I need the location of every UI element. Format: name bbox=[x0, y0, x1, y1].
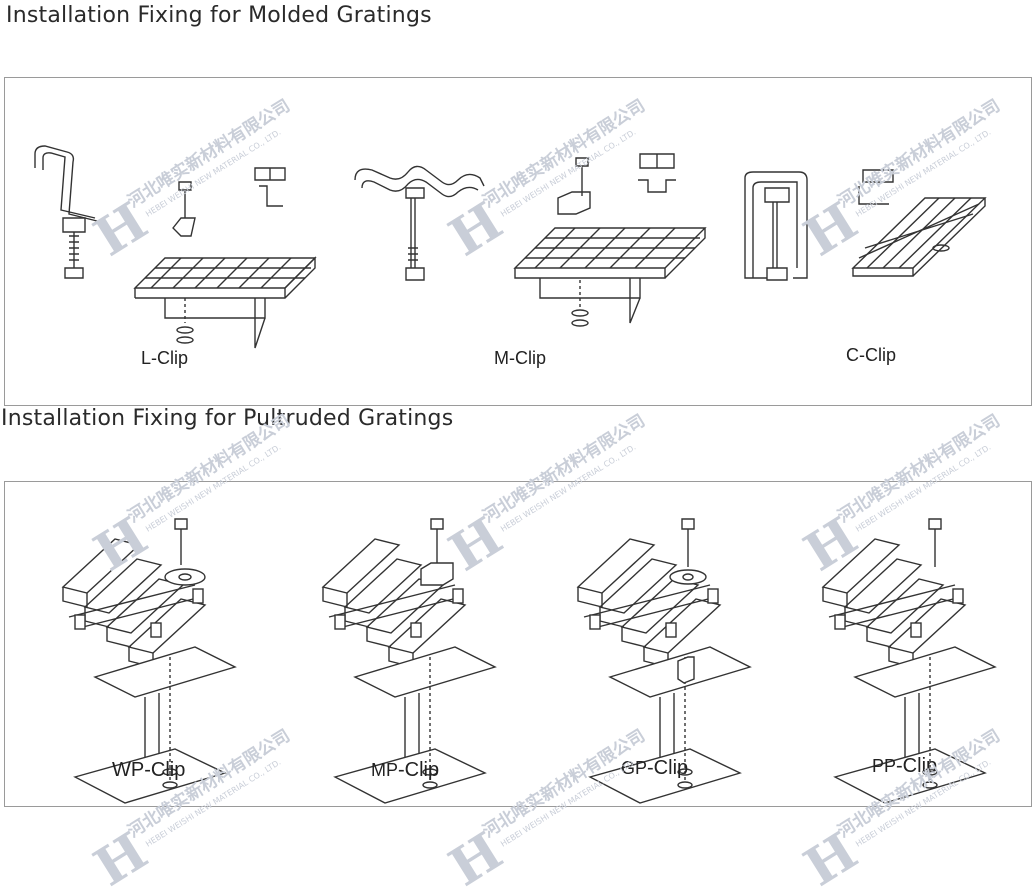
mp-clip-drawing bbox=[322, 507, 496, 804]
pp-clip-label: PP-Clip bbox=[872, 755, 937, 778]
l-clip-label: L-Clip bbox=[141, 348, 189, 368]
mp-clip-label: MP-Clip bbox=[371, 759, 439, 782]
section-title-molded: Installation Fixing for Molded Gratings bbox=[6, 3, 432, 28]
gp-clip-drawing bbox=[577, 507, 751, 804]
mp-clip-label-prefix: MP bbox=[371, 760, 398, 780]
c-clip-label: C-Clip bbox=[846, 345, 897, 365]
m-clip-label: M-Clip bbox=[494, 348, 546, 368]
mp-clip-label-suffix: -Clip bbox=[398, 759, 440, 781]
watermark-logo: H bbox=[439, 821, 513, 890]
watermark-logo: H bbox=[794, 821, 868, 890]
pp-clip-drawing bbox=[822, 507, 996, 804]
watermark-logo: H bbox=[84, 821, 158, 890]
section-title-pultruded: Installation Fixing for Pultruded Gratin… bbox=[1, 406, 454, 431]
molded-panel: L-Clip M-Clip C-Clip bbox=[4, 77, 1032, 406]
wp-clip-label-suffix: -Clip bbox=[144, 759, 186, 781]
pp-clip-label-prefix: PP bbox=[872, 756, 897, 776]
wp-clip-drawing bbox=[62, 507, 236, 804]
c-clip-drawing bbox=[735, 128, 995, 348]
m-clip-drawing bbox=[350, 118, 690, 358]
pp-clip-label-suffix: -Clip bbox=[896, 755, 938, 777]
wp-clip-label: WP-Clip bbox=[112, 759, 185, 782]
gp-clip-label: GP-Clip bbox=[621, 757, 688, 780]
gp-clip-label-prefix: GP bbox=[621, 758, 648, 778]
gp-clip-label-suffix: -Clip bbox=[647, 757, 689, 779]
pultruded-panel: WP-Clip MP-Clip GP-Clip PP-Clip bbox=[4, 481, 1032, 807]
l-clip-drawing bbox=[15, 118, 335, 358]
wp-clip-label-prefix: WP bbox=[112, 759, 145, 781]
